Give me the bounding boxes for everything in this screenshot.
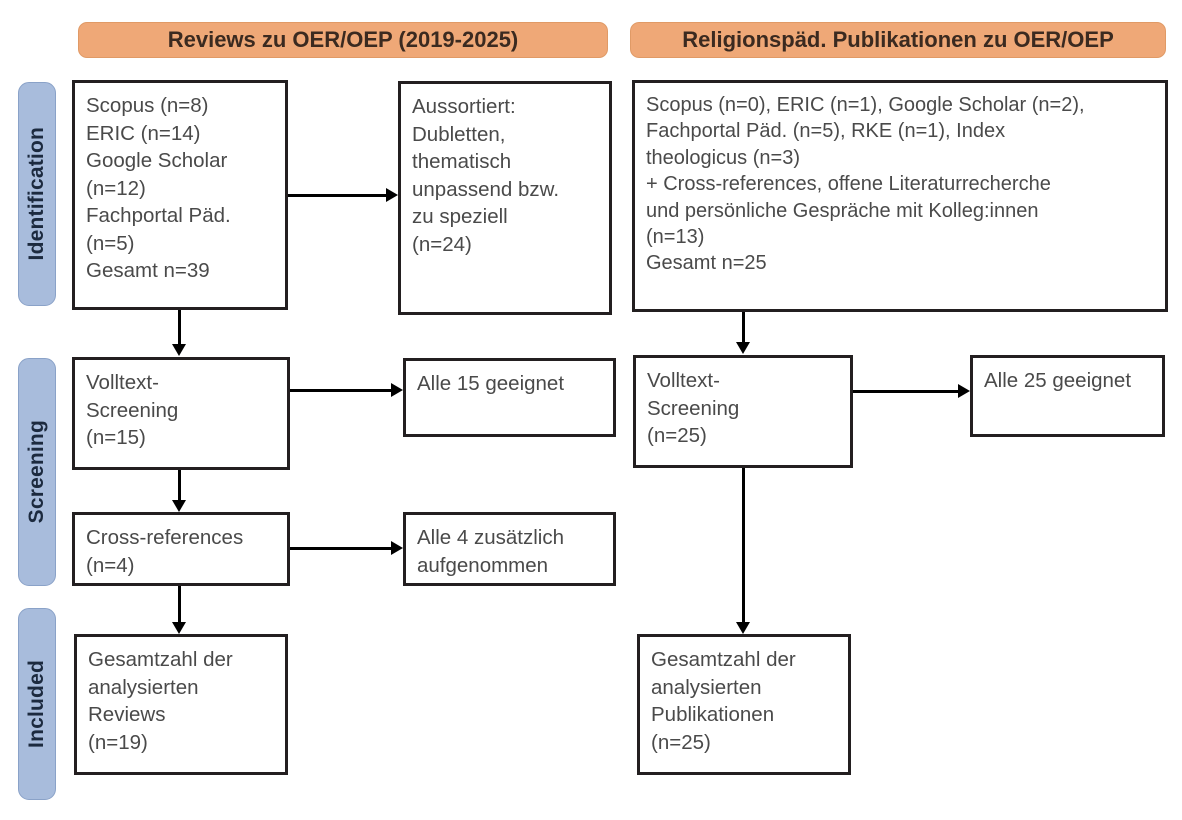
stage-label-included: Included <box>25 660 48 748</box>
arrowhead-left-crossrefs-to-included <box>172 622 186 634</box>
arrowhead-right-screening-to-result <box>958 384 970 398</box>
box-left-cross-references: Cross-references (n=4) <box>72 512 290 586</box>
stage-label-identification: Identification <box>25 127 48 261</box>
connector-right-sources-to-screening <box>742 312 745 342</box>
stage-label-screening: Screening <box>25 420 48 524</box>
box-left-identification-sources-text: Scopus (n=8) ERIC (n=14) Google Scholar … <box>86 94 231 283</box>
box-left-excluded: Aussortiert: Dubletten, thematisch unpas… <box>398 81 612 315</box>
arrowhead-right-sources-to-screening <box>736 342 750 354</box>
box-right-included-total: Gesamtzahl der analysierten Publikatione… <box>637 634 851 775</box>
box-right-fulltext-result: Alle 25 geeignet <box>970 355 1165 437</box>
column-header-left-label: Reviews zu OER/OEP (2019-2025) <box>167 27 519 52</box>
box-left-cross-references-result-text: Alle 4 zusätzlich aufgenommen <box>417 526 564 577</box>
box-left-identification-sources: Scopus (n=8) ERIC (n=14) Google Scholar … <box>72 80 288 310</box>
column-header-left: Reviews zu OER/OEP (2019-2025) <box>78 22 608 58</box>
arrowhead-left-sources-to-excluded <box>386 188 398 202</box>
arrowhead-left-screening-to-result <box>391 383 403 397</box>
connector-right-screening-to-result <box>853 390 958 393</box>
box-left-fulltext-screening-text: Volltext- Screening (n=15) <box>86 371 179 450</box>
box-right-fulltext-screening-text: Volltext- Screening (n=25) <box>647 369 740 448</box>
box-right-identification-sources-text: Scopus (n=0), ERIC (n=1), Google Scholar… <box>646 94 1085 275</box>
box-left-fulltext-result-text: Alle 15 geeignet <box>417 372 565 395</box>
box-left-cross-references-text: Cross-references (n=4) <box>86 526 244 577</box>
stage-pill-screening: Screening <box>18 358 56 586</box>
stage-pill-included: Included <box>18 608 56 800</box>
connector-left-crossrefs-to-result <box>290 547 391 550</box>
arrowhead-left-screening-to-crossrefs <box>172 500 186 512</box>
connector-left-sources-to-screening <box>178 310 181 344</box>
connector-left-screening-to-result <box>290 389 391 392</box>
column-header-right-label: Religionspäd. Publikationen zu OER/OEP <box>682 27 1114 52</box>
box-left-excluded-text: Aussortiert: Dubletten, thematisch unpas… <box>412 95 560 256</box>
box-left-fulltext-result: Alle 15 geeignet <box>403 358 616 437</box>
arrowhead-left-crossrefs-to-result <box>391 541 403 555</box>
connector-left-screening-to-crossrefs <box>178 470 181 500</box>
connector-right-screening-to-included <box>742 468 745 622</box>
box-right-included-total-text: Gesamtzahl der analysierten Publikatione… <box>651 648 796 754</box>
arrowhead-right-screening-to-included <box>736 622 750 634</box>
stage-pill-identification: Identification <box>18 82 56 306</box>
box-left-included-total-text: Gesamtzahl der analysierten Reviews (n=1… <box>88 648 233 754</box>
box-right-fulltext-screening: Volltext- Screening (n=25) <box>633 355 853 468</box>
connector-left-sources-to-excluded <box>288 194 386 197</box>
connector-left-crossrefs-to-included <box>178 586 181 622</box>
box-left-included-total: Gesamtzahl der analysierten Reviews (n=1… <box>74 634 288 775</box>
column-header-right: Religionspäd. Publikationen zu OER/OEP <box>630 22 1166 58</box>
box-right-fulltext-result-text: Alle 25 geeignet <box>984 369 1132 392</box>
box-left-fulltext-screening: Volltext- Screening (n=15) <box>72 357 290 470</box>
arrowhead-left-sources-to-screening <box>172 344 186 356</box>
box-right-identification-sources: Scopus (n=0), ERIC (n=1), Google Scholar… <box>632 80 1168 312</box>
box-left-cross-references-result: Alle 4 zusätzlich aufgenommen <box>403 512 616 586</box>
